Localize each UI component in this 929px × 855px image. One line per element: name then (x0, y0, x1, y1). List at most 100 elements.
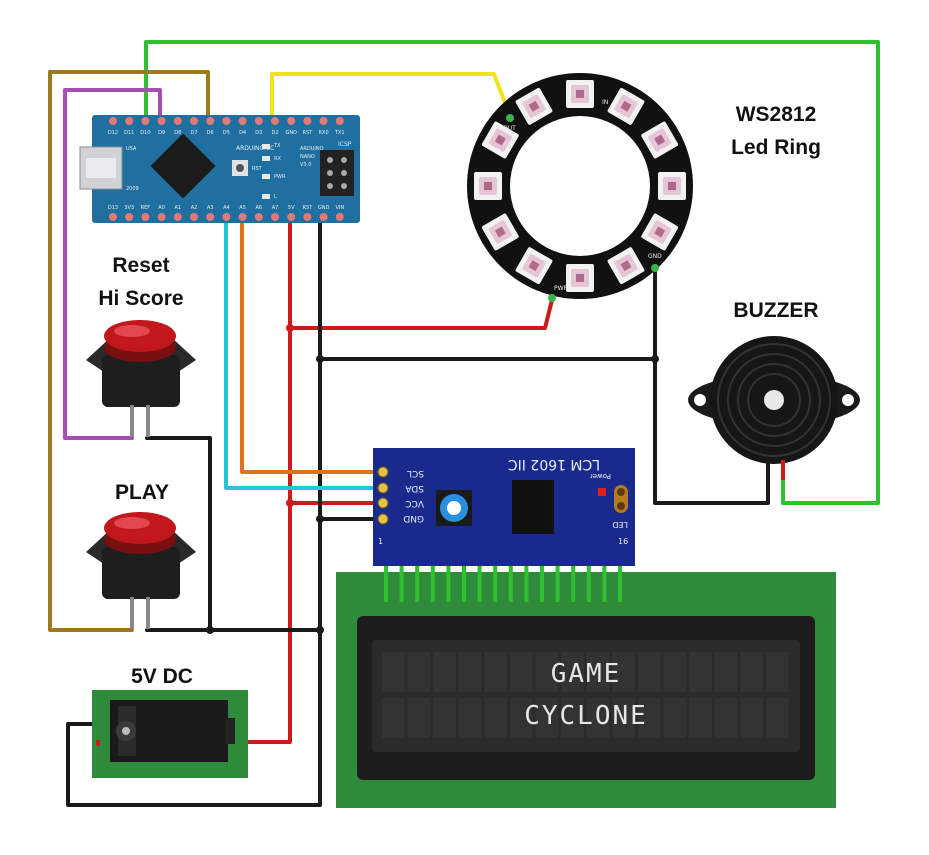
lcd-cell (382, 698, 405, 738)
ring-led (566, 264, 594, 292)
lcd-cell (458, 698, 482, 738)
i2c-pin (377, 513, 389, 525)
ring-led (641, 121, 679, 159)
lcd-cell (714, 698, 738, 738)
nano-top-pin (190, 117, 198, 125)
nano-bottom-pin (109, 213, 117, 221)
led-tx-label: TX (273, 143, 281, 149)
nano-top-pin-label: D2 (271, 130, 278, 136)
nano-top-pin (254, 117, 263, 125)
lcd-line-1: GAME (551, 659, 622, 689)
nano-top-pin (222, 117, 231, 125)
label-5v-dc: 5V DC (131, 665, 193, 688)
wire-yellow (270, 72, 512, 122)
lcd-cell (740, 698, 763, 738)
ring-led (515, 87, 553, 125)
led-pwr-label: PWR (274, 174, 286, 180)
nano-top-pin (125, 117, 134, 125)
nano-top-pin-label: D6 (207, 130, 214, 136)
nano-top-pin-label: D10 (140, 130, 150, 136)
wire-red-5v (243, 213, 292, 744)
nano-bottom-pin-label: A4 (223, 205, 230, 211)
icsp-header (320, 150, 354, 196)
i2c-pin-gnd: GND (403, 513, 424, 523)
ring-led (515, 247, 553, 285)
i2c-pin-vcc: VCC (405, 498, 424, 508)
ring-led (566, 80, 594, 108)
nano-top-pin (335, 117, 344, 125)
ring-led (481, 121, 519, 159)
nano-top-pin (319, 117, 328, 125)
nano-top-pin-label: D9 (158, 130, 165, 136)
nano-top-pin-label: TX1 (334, 130, 345, 136)
i2c-led-label: LED (612, 520, 628, 529)
lcd-cell (407, 698, 431, 738)
nano-bottom-pin-label: GND (318, 205, 330, 211)
led-l-label: L (274, 194, 277, 200)
i2c-pin (377, 466, 389, 478)
nano-bottom-pin (335, 213, 344, 221)
lcd-cell (689, 698, 712, 738)
lcd-cell (663, 652, 687, 692)
ring-pin-pwr: PWR (554, 285, 568, 292)
nano-bottom-pin (141, 213, 150, 221)
i2c-backpack: LCM 1602 IIC SCL SDA VCC GND Power LED 1… (373, 448, 635, 566)
nano-top-pin (109, 117, 117, 125)
nano-bottom-pin (190, 213, 198, 221)
led-ring: OUT IN GND PWR (467, 73, 693, 302)
icsp-label: ICSP (338, 141, 352, 148)
nano-bottom-pin (271, 213, 279, 221)
lcd-cell (766, 698, 789, 738)
nano-bottom-pin-label: 5V (288, 205, 295, 211)
label-ring-subtitle: Led Ring (731, 136, 821, 159)
rst-label: RST (252, 166, 263, 172)
wire-purple (63, 88, 162, 440)
led-rx-label: RX (274, 156, 281, 162)
i2c-pins (377, 466, 389, 525)
lcd-cell (612, 652, 635, 692)
nano-top-pin-label: D7 (190, 130, 197, 136)
nano-bottom-pin-label: A7 (272, 205, 279, 211)
wire-junctions (206, 324, 659, 634)
lcd-cell (740, 652, 763, 692)
lcd-cell (535, 652, 559, 692)
nano-bottom-pin-label: A3 (207, 205, 214, 211)
nano-bottom-pin-label: A2 (191, 205, 198, 211)
play-button[interactable] (86, 512, 196, 629)
nano-top-pin-label: D3 (255, 130, 262, 136)
nano-bottom-pin-label: A1 (174, 205, 181, 211)
wire-orange-scl (240, 213, 385, 474)
nano-top-pin-label: D5 (223, 130, 230, 136)
nano-top-pin (238, 117, 247, 125)
i2c-pin-last: 16 (618, 537, 628, 546)
lcd-cell (612, 698, 635, 738)
i2c-pin (377, 482, 389, 494)
nano-bottom-pin-label: A5 (239, 205, 246, 211)
nano-bottom-pin (254, 213, 263, 221)
nano-top-pin (271, 117, 279, 125)
wire-black-gnd (66, 213, 322, 807)
nano-top-pin (303, 117, 312, 125)
lcd-cell (561, 652, 584, 692)
nano-top-pin-label: D4 (239, 130, 246, 136)
nano-bottom-pin-label: VIN (335, 205, 344, 211)
ring-led (474, 172, 502, 200)
nano-top-pin (157, 117, 166, 125)
nano-bottom-pin (319, 213, 328, 221)
i2c-pin-first: 1 (378, 537, 383, 546)
label-reset: Reset (112, 254, 169, 277)
i2c-pin-scl: SCL (407, 468, 424, 478)
model-label-1: ARDUINO (300, 146, 324, 152)
wire-cyan-sda (224, 213, 385, 490)
reset-hiscore-button[interactable] (86, 320, 196, 437)
nano-bottom-pin-label: D13 (108, 205, 118, 211)
i2c-title: LCM 1602 IIC (508, 456, 600, 472)
lcd-cell (407, 652, 431, 692)
ring-pin-in: IN (602, 99, 608, 106)
lcd-cell (484, 698, 507, 738)
nano-top-pin-label: RST (303, 130, 314, 136)
label-ring-title: WS2812 (736, 103, 817, 126)
